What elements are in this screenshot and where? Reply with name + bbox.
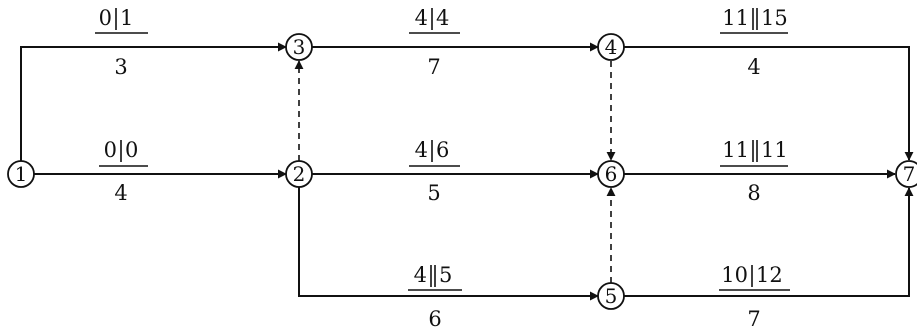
arrow-2-5 [298,186,599,301]
label-1-2: 0 0 4 [99,138,148,205]
activity-5-7-duration: 7 [747,307,760,331]
node-5-label: 5 [605,284,618,308]
activity-4-7-left: 11 [722,6,749,30]
label-6-7: 11 11 8 [720,138,788,205]
activity-3-4-right: 4 [436,6,449,30]
node-3: 3 [285,33,313,61]
activity-1-2-left: 0 [104,138,117,162]
label-2-5: 4 5 6 [408,263,462,331]
node-1: 1 [7,160,35,188]
arrow-5-7 [624,187,914,297]
label-3-4: 4 4 7 [409,6,460,79]
node-2: 2 [285,160,313,188]
node-3-label: 3 [293,35,306,59]
label-5-7: 10 12 7 [719,263,790,331]
label-2-6: 4 6 5 [409,138,460,205]
activity-2-5-duration: 6 [428,307,441,331]
arrow-4-7 [624,46,914,161]
activity-4-7-duration: 4 [747,55,760,79]
activity-2-6-right: 6 [436,138,449,162]
activity-labels: 0 1 3 0 0 4 4 4 7 4 6 5 [95,6,790,331]
node-7-label: 7 [903,162,916,186]
activity-1-3-right: 1 [120,6,133,30]
activity-1-3-left: 0 [99,6,112,30]
activity-6-7-left: 11 [722,138,749,162]
node-1-label: 1 [15,162,28,186]
arrow-1-3 [20,42,287,162]
activity-3-4-duration: 7 [427,55,440,79]
activity-5-7-left: 10 [721,263,748,287]
activity-1-3-duration: 3 [114,55,127,79]
node-4-label: 4 [605,35,618,59]
activity-3-4-left: 4 [415,6,428,30]
activity-2-6-duration: 5 [427,181,440,205]
label-4-7: 11 15 4 [720,6,788,79]
node-4: 4 [597,33,625,61]
node-6: 6 [597,160,625,188]
activity-1-2-right: 0 [125,138,138,162]
activity-6-7-right: 11 [761,138,788,162]
activity-2-5-left: 4 [414,263,427,287]
activity-5-7-right: 12 [756,263,783,287]
activity-2-5-right: 5 [439,263,452,287]
label-1-3: 0 1 3 [95,6,148,79]
node-2-label: 2 [293,162,306,186]
node-6-label: 6 [605,162,618,186]
activity-6-7-duration: 8 [747,181,760,205]
activity-4-7-right: 15 [761,6,788,30]
dummy-arrows [294,60,616,283]
node-7: 7 [895,160,917,188]
node-5: 5 [597,282,625,310]
activity-arrows [20,42,914,301]
activity-2-6-left: 4 [415,138,428,162]
nodes: 1 2 3 4 5 6 7 [7,33,917,310]
activity-1-2-duration: 4 [114,181,127,205]
